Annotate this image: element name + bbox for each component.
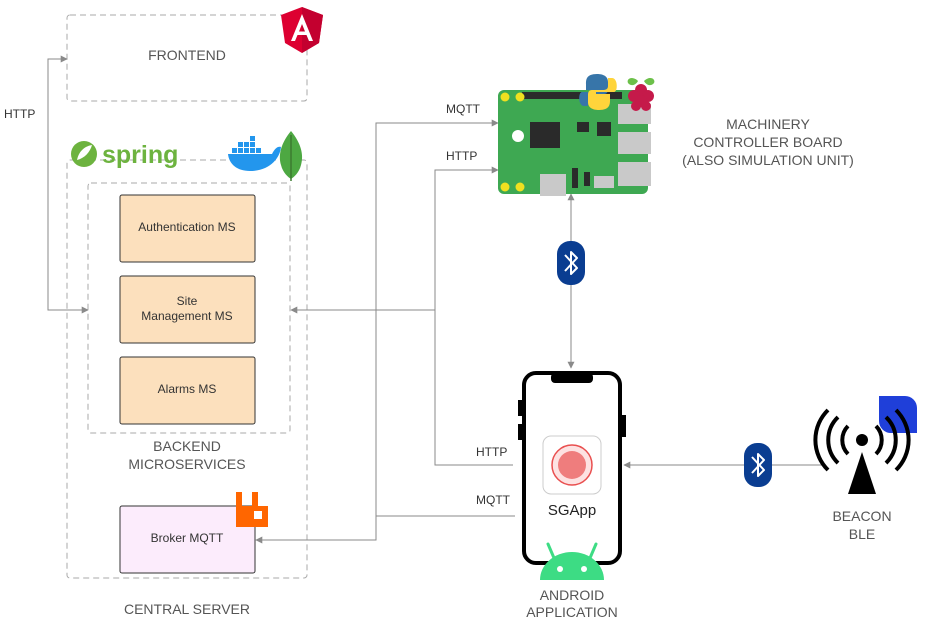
controller-label-2: CONTROLLER BOARD [693, 134, 842, 150]
docker-icon [228, 136, 281, 171]
spring-wordmark: spring [102, 141, 178, 169]
raspberry-pi-board [498, 90, 651, 196]
bluetooth-icon [557, 241, 585, 285]
bluetooth-icon [744, 443, 772, 487]
central-server-label: CENTRAL SERVER [124, 601, 250, 617]
beacon-icon [813, 396, 917, 494]
sgapp-label: SGApp [548, 502, 596, 519]
central-server-box [66, 159, 308, 579]
broker-mqtt-label: Broker MQTT [151, 531, 224, 545]
broker-mqtt-box [119, 505, 256, 574]
authentication-ms-label: Authentication MS [138, 220, 235, 234]
android-icon [540, 542, 604, 580]
edge-label-frontend-http: HTTP [4, 107, 35, 121]
edge-app-http [434, 310, 513, 466]
alarms-ms-box [119, 356, 256, 425]
mongodb-icon [279, 131, 303, 181]
android-label-2: APPLICATION [526, 604, 618, 620]
beacon-label-1: BEACON [832, 508, 891, 524]
site-management-ms-label-1: Site [177, 294, 198, 308]
site-management-ms-label-2: Management MS [141, 309, 232, 323]
edge-board-http [434, 166, 499, 310]
authentication-ms-box [119, 194, 256, 263]
angular-icon [281, 7, 323, 53]
sgapp-icon [542, 435, 602, 495]
spring-logo: spring [71, 141, 178, 169]
edge-label-board-mqtt: MQTT [446, 102, 481, 116]
edge-frontend-http [47, 55, 89, 314]
edge-label-board-http: HTTP [446, 149, 477, 163]
site-management-ms-box [119, 275, 256, 344]
controller-label-1: MACHINERY [726, 116, 810, 132]
alarms-ms-label: Alarms MS [158, 382, 217, 396]
python-icon [579, 74, 617, 110]
beacon-label-2: BLE [849, 526, 875, 542]
edge-label-app-http: HTTP [476, 445, 507, 459]
raspberry-pi-icon [627, 77, 655, 111]
controller-label-3: (ALSO SIMULATION UNIT) [682, 152, 854, 168]
frontend-label: FRONTEND [148, 47, 226, 63]
rabbitmq-icon [236, 492, 268, 527]
backend-label-2: MICROSERVICES [128, 456, 245, 472]
edge-board-mqtt [375, 119, 499, 310]
android-label-1: ANDROID [540, 587, 605, 603]
edge-app-mqtt [255, 515, 515, 544]
backend-label-1: BACKEND [153, 438, 221, 454]
edge-label-app-mqtt: MQTT [476, 493, 511, 507]
